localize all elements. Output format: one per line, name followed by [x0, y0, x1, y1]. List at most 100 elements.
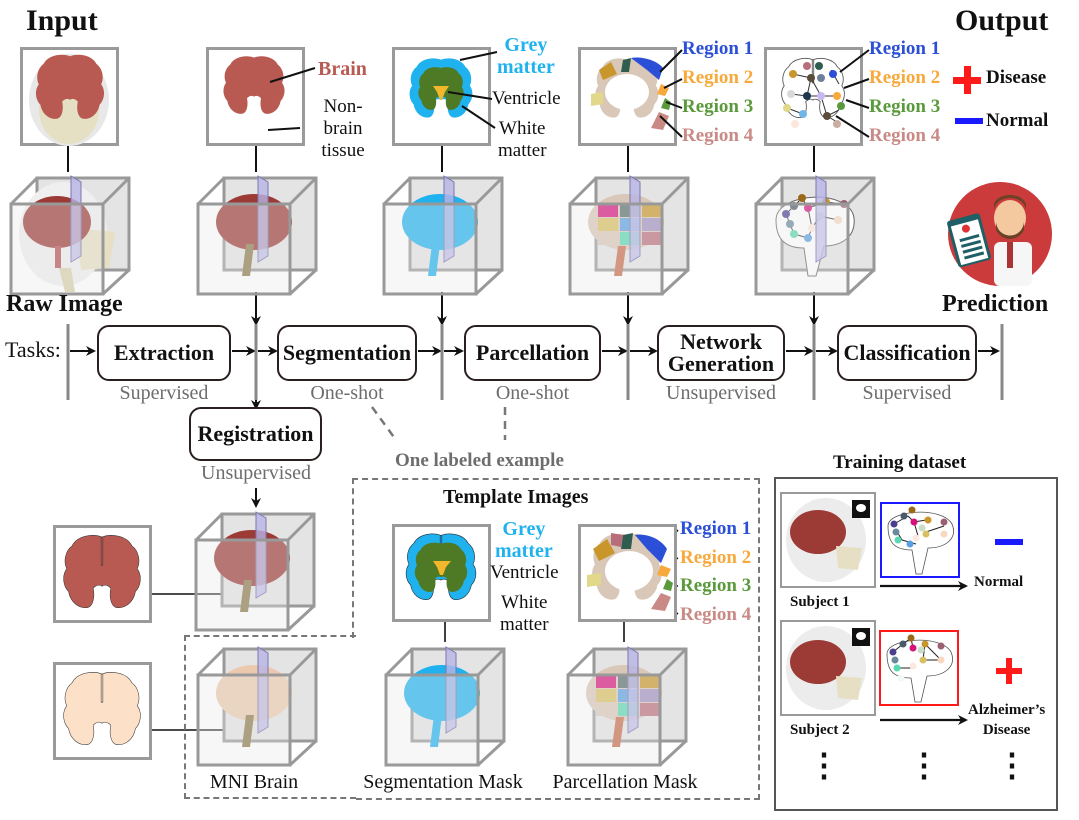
template-grey-matter-line1: Grey [502, 518, 546, 540]
network-slice-image [781, 57, 845, 128]
white-matter-label: White matter [498, 118, 547, 162]
subject-2-outcome-line1: Alzheimer’s [968, 702, 1046, 718]
region-3-label: Region 3 [682, 96, 754, 117]
region-4-label: Region 4 [682, 125, 754, 146]
region-1-label: Region 1 [682, 38, 754, 59]
template-dashed-box-lower [184, 635, 356, 799]
template-ventricle-label: Ventricle [490, 562, 559, 583]
segmentation-mask-cube [384, 646, 506, 767]
template-region-4-label: Region 4 [680, 604, 752, 625]
one-labeled-example-label: One labeled example [395, 450, 564, 471]
template-parcellation-image [587, 533, 673, 611]
mni-brain-cube [196, 646, 318, 767]
template-white-matter-label: White matter [500, 592, 549, 636]
ventricle-label: Ventricle [492, 88, 561, 109]
subject-1-network-graph [887, 506, 954, 575]
grey-matter-line1: Grey [504, 34, 548, 56]
disease-legend-label: Disease [986, 67, 1047, 88]
input-header: Input [26, 4, 98, 37]
non-brain-label: Non-brain tissue [308, 96, 378, 162]
task-segmentation[interactable]: Segmentation [277, 325, 417, 381]
segmentation-method: One-shot [310, 382, 384, 404]
minus-icon [955, 118, 983, 124]
network-cube [754, 175, 876, 296]
subject-1-outcome: Normal [974, 574, 1024, 590]
subject-2-head-icon [786, 626, 870, 710]
task-extraction[interactable]: Extraction [97, 325, 231, 381]
task-classification[interactable]: Classification [837, 325, 977, 381]
grey-matter-line2: matter [497, 56, 555, 78]
raw-image-cube [9, 175, 131, 296]
white-matter-line2: matter [498, 140, 547, 161]
normal-legend-label: Normal [986, 110, 1049, 131]
subject-2-label: Subject 2 [790, 722, 850, 738]
parcellation-mask-cube [566, 646, 688, 767]
task-parcellation[interactable]: Parcellation [464, 325, 601, 381]
template-dashed-bottom [356, 796, 760, 800]
segmentation-slice-image [409, 58, 473, 118]
region-3-label: Region 3 [869, 96, 941, 117]
training-dataset-panel [774, 477, 1058, 811]
region-2-label: Region 2 [869, 67, 941, 88]
tasks-label: Tasks: [5, 337, 61, 362]
plus-icon [953, 66, 981, 94]
template-segmentation-image [405, 533, 477, 601]
region-4-label: Region 4 [869, 125, 941, 146]
template-parcellation-slice [578, 524, 677, 622]
template-white-matter-line1: White [501, 592, 548, 613]
template-grey-matter-label: Grey matter [495, 518, 553, 562]
brain-label: Brain [318, 58, 367, 80]
mni-brain-caption: MNI Brain [209, 771, 299, 793]
template-region-1-label: Region 1 [680, 518, 752, 539]
region-2-label: Region 2 [682, 67, 754, 88]
disease-plus-icon [996, 658, 1022, 684]
doctor-illustration [940, 180, 1052, 292]
subject-1-head-icon [786, 498, 870, 582]
template-region-3-label: Region 3 [680, 575, 752, 596]
extraction-cube [196, 175, 318, 296]
task-registration[interactable]: Registration [189, 407, 322, 461]
network-generation-line1: Network [680, 329, 762, 354]
network-generation-method: Unsupervised [666, 382, 776, 404]
ellipsis-col-3: ⋮ [996, 747, 1028, 783]
non-brain-line1: Non-brain [323, 96, 363, 139]
parcellation-mask-caption: Parcellation Mask [552, 771, 698, 793]
raw-image-label: Raw Image [6, 291, 123, 317]
registered-brain-image [63, 534, 141, 609]
subject-2-image [780, 620, 876, 716]
parcellation-slice-frame [578, 47, 677, 146]
template-grey-matter-line2: matter [495, 540, 553, 562]
non-brain-line2: tissue [321, 140, 365, 161]
mni-brain-slice [53, 662, 152, 760]
subject-2-network [879, 630, 959, 706]
prediction-label: Prediction [942, 291, 1049, 317]
subject-2-outcome-line2: Disease [982, 722, 1031, 738]
network-slice-frame [764, 47, 863, 146]
subject-1-network [880, 502, 960, 578]
subject-2-network-graph [886, 634, 953, 703]
segmentation-mask-caption: Segmentation Mask [363, 771, 523, 793]
subject-2-outcome: Alzheimer’s Disease [968, 700, 1045, 740]
segmentation-cube [382, 175, 504, 296]
output-header: Output [955, 4, 1049, 37]
parcellation-method: One-shot [495, 382, 570, 404]
ellipsis-col-1: ⋮ [808, 747, 840, 783]
task-network-generation[interactable]: Network Generation [657, 325, 785, 381]
white-matter-line1: White [499, 118, 546, 139]
template-segmentation-slice [392, 524, 491, 622]
template-region-2-label: Region 2 [680, 547, 752, 568]
network-generation-line2: Generation [667, 351, 775, 376]
mni-brain-image [63, 671, 141, 746]
classification-method: Supervised [862, 382, 952, 404]
registration-method: Unsupervised [201, 462, 311, 484]
template-dashed-box-upper [352, 478, 760, 800]
grey-matter-label: Grey matter [497, 34, 555, 78]
input-slice-frame [20, 47, 119, 146]
template-dashed-left-upper [352, 478, 356, 638]
training-dataset-title: Training dataset [833, 452, 967, 473]
doctor-icon [947, 182, 1052, 286]
parcellation-cube [568, 175, 690, 296]
template-images-title: Template Images [443, 486, 589, 508]
ellipsis-col-2: ⋮ [908, 747, 940, 783]
registered-brain-slice [53, 525, 152, 623]
